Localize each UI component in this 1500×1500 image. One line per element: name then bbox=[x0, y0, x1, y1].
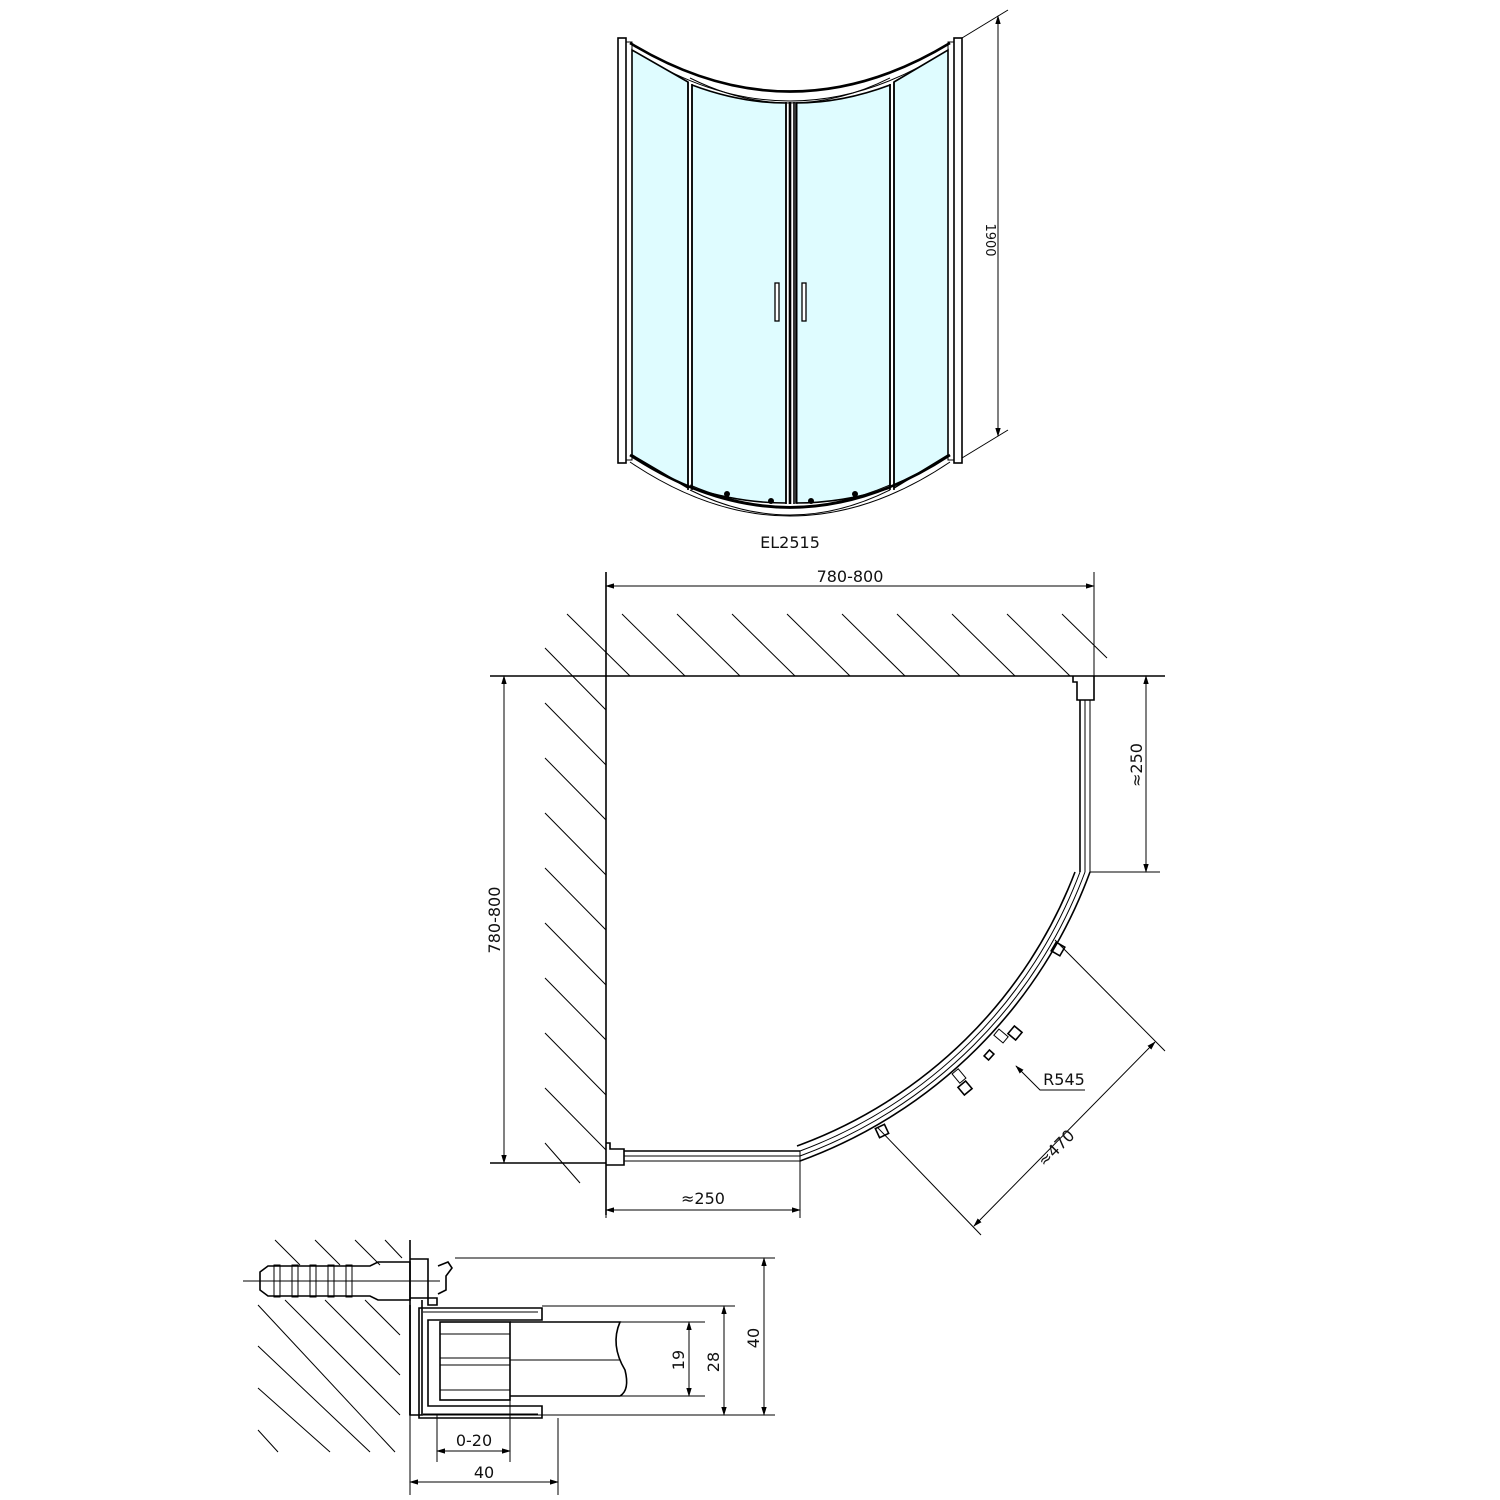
curved-door-inner bbox=[796, 871, 1076, 1147]
wall-profile-left bbox=[606, 1142, 625, 1166]
right-straight-dimension-label: ≈250 bbox=[1127, 743, 1146, 787]
bottom-straight-dimension-label: ≈250 bbox=[681, 1189, 725, 1208]
curved-door-outer bbox=[799, 871, 1091, 1162]
door-opening-label: ≈470 bbox=[1034, 1126, 1079, 1171]
height-dimension-label: 1900 bbox=[982, 223, 997, 256]
top-rail bbox=[629, 41, 951, 93]
glass-section bbox=[510, 1321, 628, 1397]
left-wall-profile bbox=[617, 37, 627, 464]
wall-profile-right bbox=[1072, 676, 1095, 701]
radius-label: R545 bbox=[1043, 1070, 1085, 1089]
plan-view bbox=[490, 572, 1166, 1236]
door-handle-left bbox=[774, 282, 780, 322]
profile-depth-dimension-label: 40 bbox=[474, 1463, 494, 1482]
fixed-panel-right bbox=[893, 48, 949, 490]
elevation-view bbox=[617, 9, 1009, 517]
glass-zone-dimension-label: 19 bbox=[669, 1350, 688, 1370]
model-code-label: EL2515 bbox=[760, 533, 820, 552]
door-panel-left bbox=[691, 83, 787, 504]
door-handle-right bbox=[801, 282, 807, 322]
door-panel-right bbox=[795, 83, 891, 504]
fixed-panel-left bbox=[631, 48, 689, 490]
sliding-profile bbox=[418, 1307, 543, 1419]
detail-wall-hatching bbox=[257, 1239, 403, 1453]
bottom-rail bbox=[629, 453, 951, 509]
frame-height-dimension-label: 28 bbox=[704, 1352, 723, 1372]
wall-dowel bbox=[259, 1261, 411, 1301]
door-opening-dimension-line bbox=[973, 1041, 1156, 1227]
back-wall-hatching bbox=[566, 613, 1108, 677]
right-wall-profile bbox=[953, 37, 963, 464]
wall-channel bbox=[410, 1258, 438, 1306]
glass-seal-block bbox=[439, 1321, 511, 1401]
width-dimension-label: 780-800 bbox=[817, 567, 884, 586]
depth-dimension-label: 780-800 bbox=[485, 887, 504, 954]
overall-height-dimension-label: 40 bbox=[744, 1328, 763, 1348]
screw-head bbox=[437, 1261, 453, 1295]
profile-detail bbox=[243, 1239, 775, 1495]
side-wall-hatching bbox=[544, 647, 607, 1184]
adjustment-dimension-label: 0-20 bbox=[456, 1431, 492, 1450]
